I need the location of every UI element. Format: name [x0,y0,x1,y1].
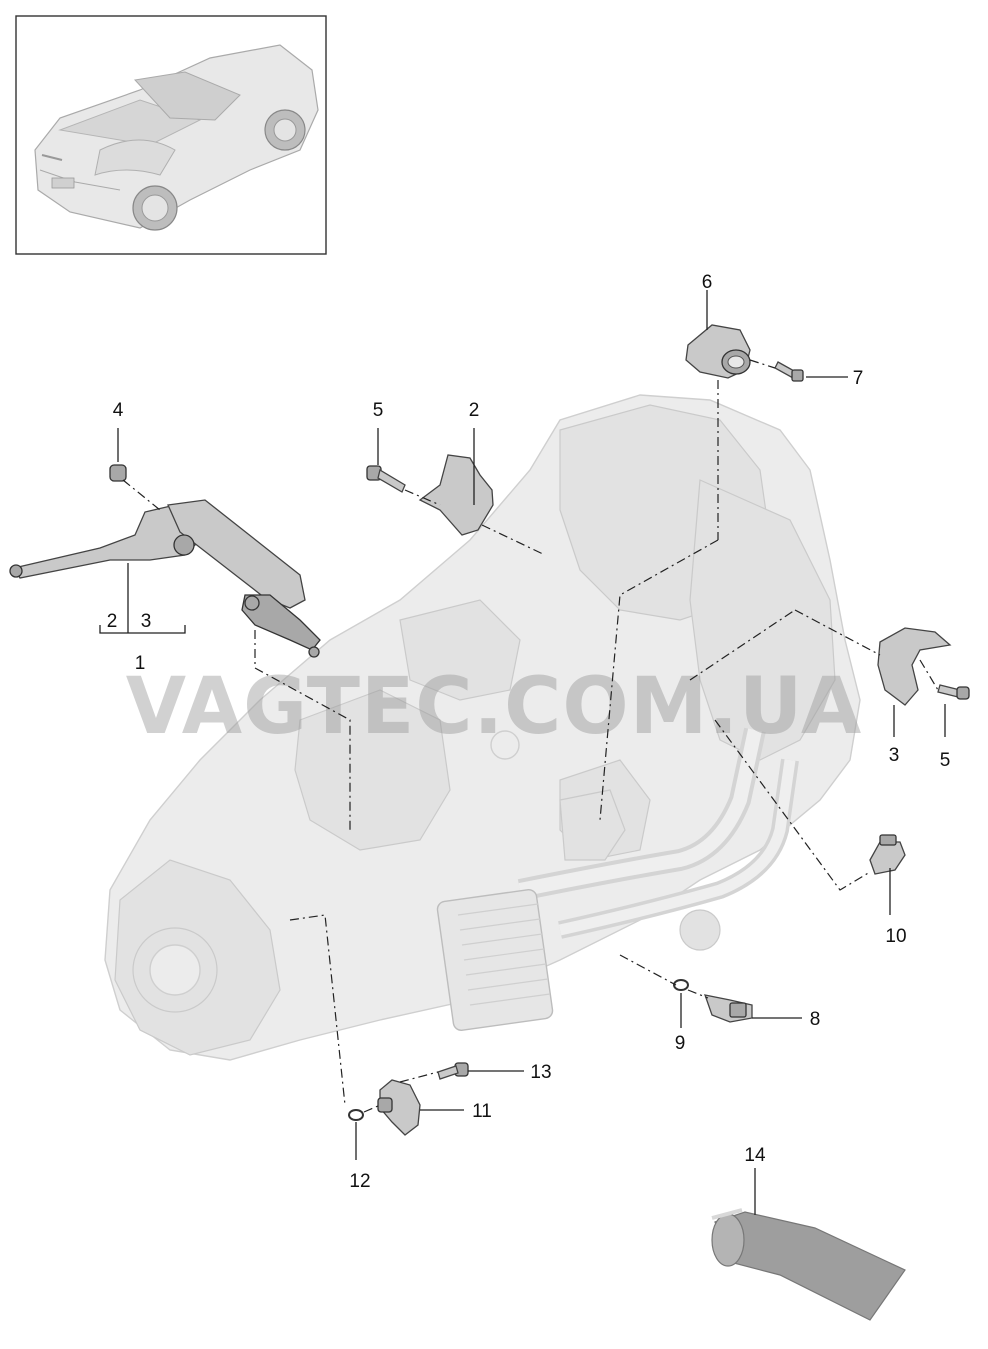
part-10-sensor [869,834,906,875]
callout-7: 7 [853,368,864,389]
callout-14: 14 [744,1145,766,1166]
assembly-lines [122,359,939,1113]
watermark: VAGTEC.COM.UA [126,662,863,752]
part-14-tube [711,1208,906,1321]
part-12-o-ring [348,1109,364,1121]
callout-5-right: 5 [940,750,951,771]
car-illustration [34,44,319,231]
part-3-bracket-right [877,627,952,706]
callout-3-right: 3 [889,745,900,766]
car-thumbnail [15,15,327,255]
callout-5-top: 5 [373,400,384,421]
callout-1: 1 [135,653,146,674]
callout-labels: 1 2 3 4 5 2 6 7 3 5 10 9 8 13 11 12 14 [107,272,951,1192]
leader-lines [99,290,946,1215]
part-4-nut [109,464,127,482]
callout-2-top: 2 [469,400,480,421]
callout-11: 11 [472,1101,492,1122]
part-5-bolt-top [366,465,406,493]
callout-6: 6 [702,272,713,293]
callout-3-assembly: 3 [141,611,152,632]
callout-12: 12 [349,1171,370,1192]
part-5-bolt-right [937,684,970,700]
part-8-sensor [704,994,753,1023]
part-7-bolt [774,361,804,382]
part-1-level-sensor [9,499,321,658]
callout-4: 4 [113,400,124,421]
part-9-o-ring [673,979,689,991]
part-11-sensor [377,1079,421,1136]
callout-2-assembly: 2 [107,611,118,632]
part-6-sensor [685,324,751,379]
callout-8: 8 [810,1009,821,1030]
part-13-bolt [437,1062,469,1080]
callout-9: 9 [675,1033,686,1054]
callout-10: 10 [885,926,906,947]
callout-13: 13 [530,1062,551,1083]
part-2-bracket [418,454,494,536]
